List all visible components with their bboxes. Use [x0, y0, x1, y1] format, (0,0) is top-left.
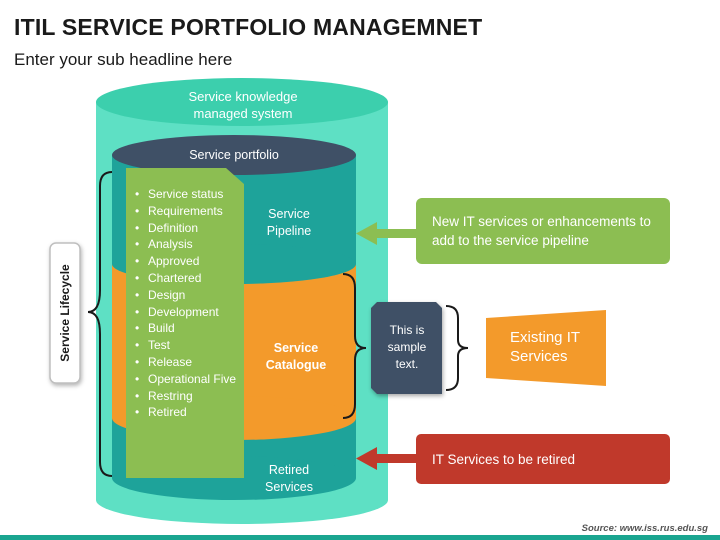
existing-services-label: Existing IT Services	[510, 329, 580, 365]
portfolio-label: Service portfolio	[189, 148, 279, 162]
page-subtitle: Enter your sub headline here	[14, 50, 233, 69]
lifecycle-item: Analysis	[128, 236, 246, 253]
lifecycle-item: Chartered	[128, 270, 246, 287]
retire-arrow	[356, 447, 418, 470]
new-services-arrow	[356, 222, 418, 245]
lifecycle-item: Approved	[128, 253, 246, 270]
retire-services-label: IT Services to be retired	[432, 452, 576, 467]
lifecycle-item: Restring	[128, 388, 246, 405]
new-services-label: New IT services or enhancements to add t…	[432, 214, 651, 248]
source-note: Source: www.iss.rus.edu.sg	[581, 523, 708, 534]
existing-brace	[445, 305, 469, 391]
lifecycle-item: Retired	[128, 404, 246, 421]
existing-services-banner	[486, 310, 606, 386]
lifecycle-item: Requirements	[128, 203, 246, 220]
knowledge-system-label: Service knowledge managed system	[188, 89, 298, 121]
lifecycle-item: Development	[128, 304, 246, 321]
lifecycle-label-box	[49, 242, 81, 384]
footer-bar	[0, 535, 720, 540]
lifecycle-list: Service statusRequirementsDefinitionAnal…	[128, 186, 246, 421]
pipeline-label: Service Pipeline	[266, 207, 312, 238]
lifecycle-item: Release	[128, 354, 246, 371]
lifecycle-item: Test	[128, 337, 246, 354]
retired-label: Retired Services	[265, 463, 313, 494]
lifecycle-item: Service status	[128, 186, 246, 203]
sample-text-label: This is sample text.	[387, 323, 427, 371]
lifecycle-item: Design	[128, 287, 246, 304]
catalogue-brace	[342, 273, 367, 419]
lifecycle-label: Service Lifecycle	[58, 264, 72, 362]
lifecycle-item: Build	[128, 320, 246, 337]
retire-services-callout	[416, 434, 670, 484]
page-title: ITIL SERVICE PORTFOLIO MANAGEMNET	[14, 14, 483, 40]
lifecycle-brace	[87, 171, 113, 477]
sample-text-box	[371, 302, 442, 394]
new-services-callout	[416, 198, 670, 264]
catalogue-label: Service Catalogue	[265, 341, 327, 372]
lifecycle-item: Definition	[128, 220, 246, 237]
lifecycle-item: Operational Five	[128, 371, 246, 388]
